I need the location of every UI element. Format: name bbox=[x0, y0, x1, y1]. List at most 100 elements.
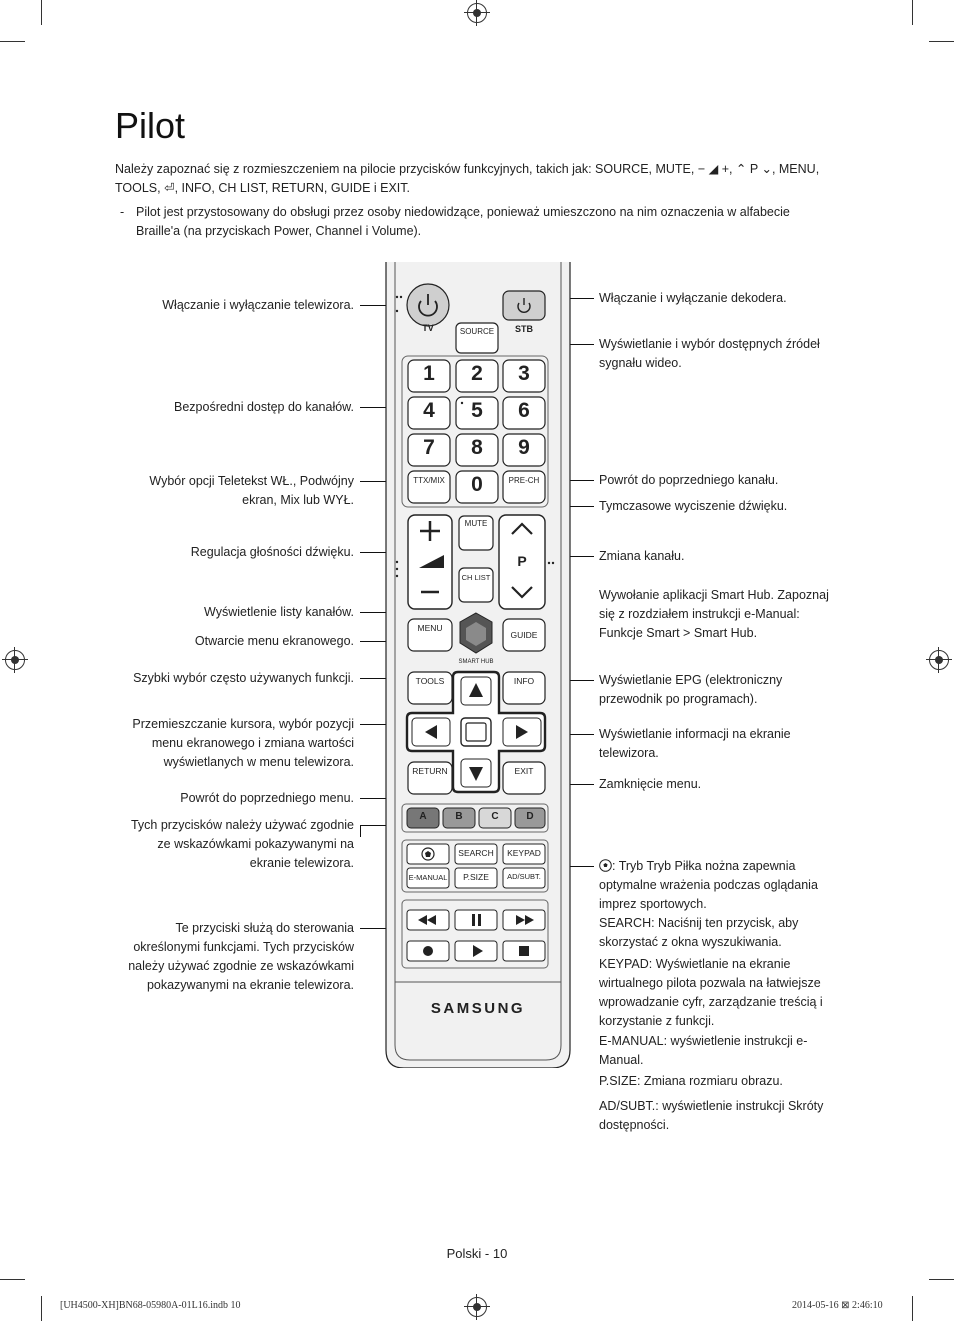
record-icon bbox=[423, 946, 433, 956]
leader-line bbox=[570, 680, 594, 681]
pause-button[interactable] bbox=[454, 909, 498, 931]
page-title: Pilot bbox=[115, 105, 186, 146]
intro-paragraph: Należy zapoznać się z rozmieszczeniem na… bbox=[115, 162, 820, 195]
label-guide: Wyświetlanie EPG (elektroniczny przewodn… bbox=[599, 673, 783, 706]
note-keypad-text: : Wyświetlanie na ekranie wirtualnego pi… bbox=[599, 957, 823, 1028]
return-button[interactable] bbox=[407, 761, 453, 795]
note-adsubt-text: : wyświetlenie instrukcji Skróty dostępn… bbox=[599, 1099, 824, 1132]
key-8-button[interactable] bbox=[455, 433, 499, 467]
remote-label-emanual: E-MANUAL bbox=[408, 873, 448, 882]
leader-line bbox=[360, 407, 405, 408]
color-button-c[interactable] bbox=[478, 807, 512, 829]
chevron-up-icon bbox=[511, 522, 533, 535]
key-0-button[interactable] bbox=[455, 470, 499, 504]
volume-icon bbox=[419, 555, 444, 568]
remote-label-prech: PRE-CH bbox=[508, 476, 540, 485]
key-9-button[interactable] bbox=[502, 433, 546, 467]
leader-line bbox=[360, 825, 400, 826]
note-adsubt: AD/SUBT.: wyświetlenie instrukcji Skróty… bbox=[599, 1097, 834, 1135]
label-info: Wyświetlanie informacji na ekranie telew… bbox=[599, 727, 791, 760]
label-menu: Otwarcie menu ekranowego. bbox=[194, 634, 354, 648]
remote-control bbox=[385, 262, 571, 1068]
rewind-icon bbox=[418, 915, 427, 925]
arrow-up-icon bbox=[469, 683, 483, 697]
search-button[interactable] bbox=[454, 843, 498, 865]
page-number: Polski - 10 bbox=[446, 1246, 508, 1261]
leader-line bbox=[360, 798, 405, 799]
label-exit: Zamknięcie menu. bbox=[599, 777, 702, 791]
fast-forward-icon bbox=[525, 915, 534, 925]
key-4-button[interactable] bbox=[407, 396, 451, 430]
key-5-button[interactable] bbox=[455, 396, 499, 430]
menu-button[interactable] bbox=[407, 618, 453, 652]
info-button[interactable] bbox=[502, 671, 546, 705]
note-psize-text: : Zmiana rozmiaru obrazu. bbox=[636, 1074, 783, 1088]
leader-line bbox=[360, 641, 405, 642]
e-manual-button[interactable] bbox=[406, 867, 450, 889]
remote-label-c: C bbox=[491, 811, 499, 822]
remote-label-exit: EXIT bbox=[514, 766, 534, 776]
leader-line bbox=[360, 305, 410, 306]
remote-label-ttx: TTX/MIX bbox=[413, 476, 445, 485]
remote-key-3: 3 bbox=[518, 362, 530, 385]
arrow-left-icon bbox=[425, 725, 437, 739]
remote-label-adsubt: AD/SUBT. bbox=[507, 872, 541, 881]
power-icon bbox=[517, 302, 531, 313]
label-prech: Powrót do poprzedniego kanału. bbox=[599, 473, 779, 487]
p-size-button[interactable] bbox=[454, 867, 498, 889]
label-channel-list: Wyświetlenie listy kanałów. bbox=[204, 605, 354, 619]
enter-icon bbox=[465, 722, 487, 742]
remote-label-search: SEARCH bbox=[458, 848, 494, 858]
crop-mark bbox=[912, 1296, 913, 1321]
color-button-b[interactable] bbox=[442, 807, 476, 829]
exit-button[interactable] bbox=[502, 761, 546, 795]
registration-mark-icon bbox=[2, 647, 28, 673]
key-7-button[interactable] bbox=[407, 433, 451, 467]
note-psize: P.SIZE: Zmiana rozmiaru obrazu. bbox=[599, 1072, 834, 1091]
key-2-button[interactable] bbox=[455, 359, 499, 393]
note-emanual: E-MANUAL: wyświetlenie instrukcji e-Manu… bbox=[599, 1032, 834, 1070]
leader-line bbox=[360, 678, 405, 679]
volume-rocker[interactable] bbox=[407, 514, 453, 610]
stb-power-button[interactable] bbox=[502, 290, 546, 321]
key-6-button[interactable] bbox=[502, 396, 546, 430]
registration-mark-icon bbox=[464, 1294, 490, 1320]
remote-label-guide: GUIDE bbox=[510, 630, 538, 640]
ch-list-button[interactable] bbox=[458, 567, 494, 603]
number-keys bbox=[407, 359, 546, 504]
color-button-d[interactable] bbox=[514, 807, 546, 829]
arrow-down-icon bbox=[469, 767, 483, 781]
label-cursor: Przemieszczanie kursora, wybór pozycji m… bbox=[132, 717, 354, 769]
note-search-text: : Naciśnij ten przycisk, aby skorzystać … bbox=[599, 916, 799, 949]
remote-key-1: 1 bbox=[423, 362, 435, 385]
color-button-a[interactable] bbox=[406, 807, 440, 829]
remote-label-b: B bbox=[455, 811, 463, 822]
samsung-logo: SAMSUNG bbox=[430, 1000, 526, 1017]
enter-button[interactable] bbox=[460, 717, 492, 747]
ad-subt-button[interactable] bbox=[502, 867, 546, 889]
remote-label-return: RETURN bbox=[412, 766, 448, 776]
guide-button[interactable] bbox=[502, 618, 546, 652]
key-3-button[interactable] bbox=[502, 359, 546, 393]
mute-button[interactable] bbox=[458, 515, 494, 551]
ttx-mix-button[interactable] bbox=[407, 470, 451, 504]
registration-mark-icon bbox=[464, 0, 490, 26]
note-search-key: SEARCH bbox=[599, 916, 652, 930]
play-icon bbox=[473, 945, 483, 957]
crop-mark bbox=[0, 41, 25, 42]
keypad-button[interactable] bbox=[502, 843, 546, 865]
source-button[interactable] bbox=[455, 322, 499, 354]
note-keypad-key: KEYPAD bbox=[599, 957, 649, 971]
note-football-text: : Tryb Tryb Piłka nożna zapewnia optymal… bbox=[599, 859, 818, 911]
stop-icon bbox=[519, 946, 529, 956]
key-1-button[interactable] bbox=[407, 359, 451, 393]
football-icon bbox=[599, 859, 612, 872]
leader-line bbox=[360, 724, 410, 725]
chevron-down-icon bbox=[511, 586, 533, 599]
channel-rocker[interactable] bbox=[498, 514, 546, 610]
remote-key-8: 8 bbox=[471, 436, 483, 459]
note-football: : Tryb Tryb Piłka nożna zapewnia optymal… bbox=[599, 857, 834, 914]
remote-key-4: 4 bbox=[423, 399, 435, 422]
pause-icon bbox=[472, 914, 475, 926]
pre-ch-button[interactable] bbox=[502, 470, 546, 504]
